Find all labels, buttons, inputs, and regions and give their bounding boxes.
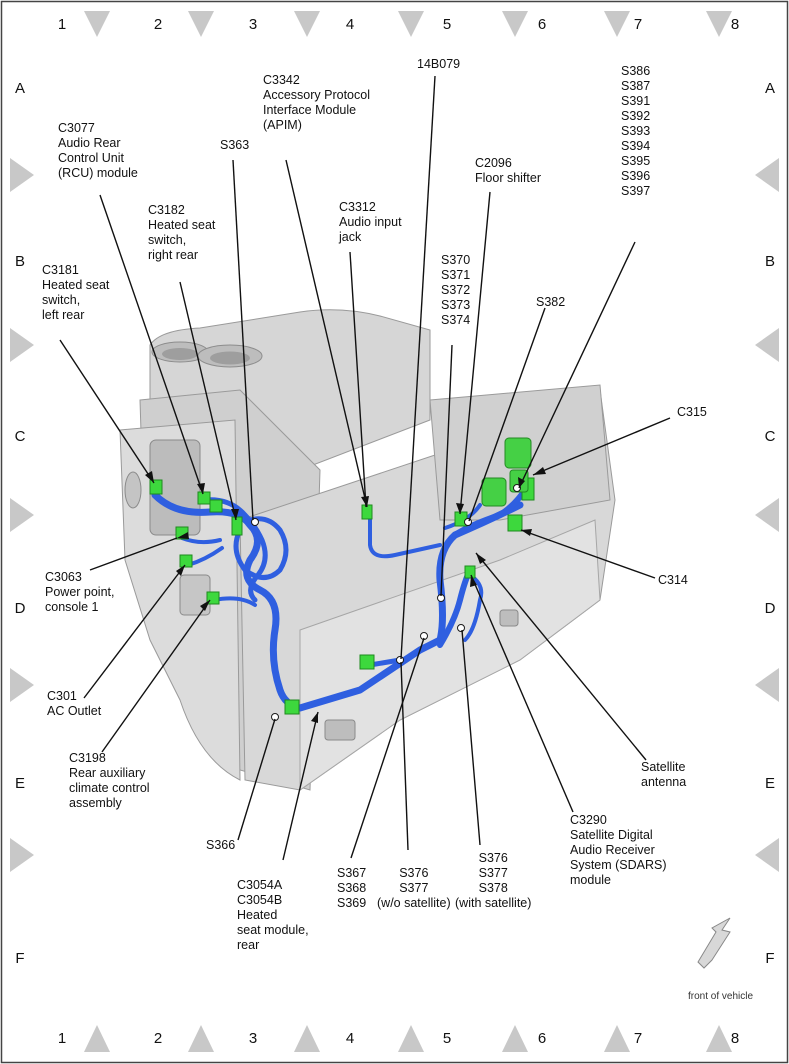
col-2-bottom: 2 [153,1030,163,1047]
label-c3342: C3342 Accessory Protocol Interface Modul… [263,73,370,132]
col-8-top: 8 [730,16,740,33]
label-s363: S363 [220,138,250,152]
label-s376-with-satellite: S376 S377 S378 (with satellite) [455,851,532,910]
row-a-right: A [764,80,775,97]
row-d-left: D [14,600,26,617]
col-6-top: 6 [537,16,547,33]
connector-c3054 [284,699,300,715]
row-b-left: B [14,253,25,270]
front-of-vehicle-arrow [697,917,731,969]
connector-c3342 [359,654,375,670]
label-c3054: C3054A C3054B Heated seat module, rear [237,878,309,952]
col-4-bottom: 4 [345,1030,355,1047]
row-e-right: E [764,775,775,792]
row-e-left: E [14,775,25,792]
label-satellite-antenna: Satellite antenna [641,760,687,789]
label-c3181: C3181 Heated seat switch, left rear [42,263,110,322]
row-f-left: F [15,950,25,967]
connector-c301 [179,554,193,568]
row-f-right: F [765,950,775,967]
connector-c314 [507,514,523,532]
arrowheads [145,467,546,723]
label-c3290: C3290 Satellite Digital Audio Receiver S… [570,813,667,887]
col-1-bottom: 1 [57,1030,67,1047]
connector-c3182 [231,516,243,536]
label-c3312: C3312 Audio input jack [339,200,402,244]
col-3-bottom: 3 [248,1030,258,1047]
label-c314: C314 [658,573,688,587]
label-c315: C315 [677,405,707,419]
label-s386-s397: S386 S387 S391 S392 S393 S394 S395 S396 … [621,64,651,198]
col-2-top: 2 [153,16,163,33]
col-1-top: 1 [57,16,67,33]
label-c3198: C3198 Rear auxiliary climate control ass… [69,751,150,810]
col-6-bottom: 6 [537,1030,547,1047]
label-s367-s369: S367 S368 S369 [337,866,367,910]
leader-lines [59,75,671,861]
label-c3063: C3063 Power point, console 1 [45,570,115,614]
label-front-of-vehicle: front of vehicle [688,991,754,1002]
connector-c3312 [361,504,373,520]
grid-markers [10,11,779,1052]
label-c3182: C3182 Heated seat switch, right rear [148,203,216,262]
label-c3077: C3077 Audio Rear Control Unit (RCU) modu… [58,121,138,180]
connector-c3181 [149,479,163,495]
label-s366: S366 [206,838,236,852]
row-b-right: B [764,253,775,270]
col-7-bottom: 7 [633,1030,643,1047]
row-d-right: D [764,600,776,617]
row-a-left: A [14,80,25,97]
label-s376-wo-satellite: S376 S377 (w/o satellite) [377,866,451,910]
connector-c3290 [464,565,476,579]
col-7-top: 7 [633,16,643,33]
label-c2096: C2096 Floor shifter [475,156,541,185]
row-c-left: C [14,428,26,445]
label-s370-s374: S370 S371 S372 S373 S374 [441,253,471,327]
col-8-bottom: 8 [730,1030,740,1047]
col-5-top: 5 [442,16,452,33]
connector-c3077 [197,491,211,505]
connectors [149,477,535,715]
splice-markers [251,484,521,721]
col-3-top: 3 [248,16,258,33]
console-body [119,309,616,791]
row-c-right: C [764,428,776,445]
col-4-top: 4 [345,16,355,33]
label-14b079: 14B079 [417,57,461,71]
label-s382: S382 [536,295,566,309]
label-c301: C301 AC Outlet [47,689,102,718]
col-5-bottom: 5 [442,1030,452,1047]
